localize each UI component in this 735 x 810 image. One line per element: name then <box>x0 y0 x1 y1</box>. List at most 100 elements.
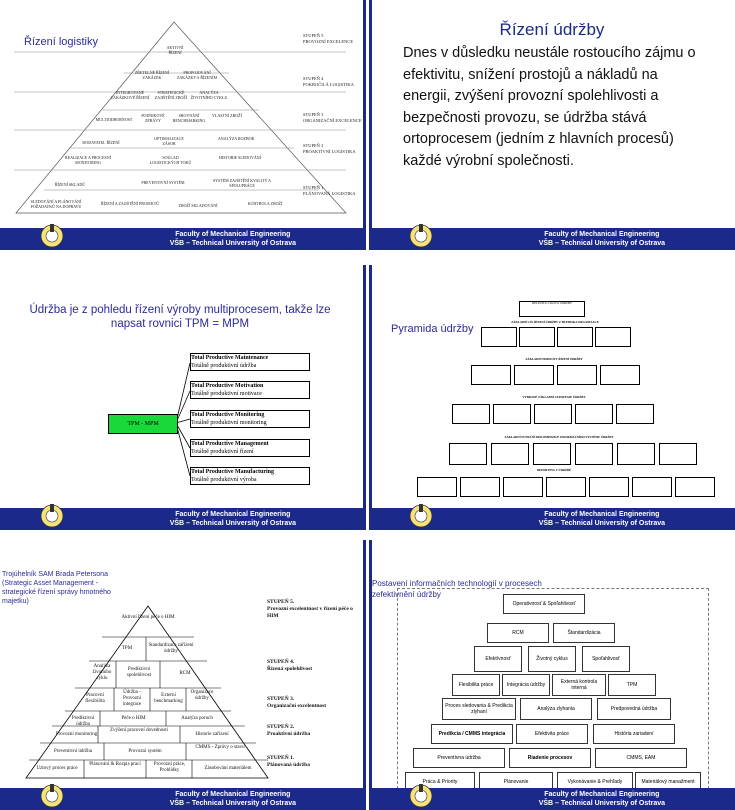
pyramid-box <box>491 443 529 465</box>
it-box: TPM <box>608 674 656 696</box>
sam-cell: Organizace údržby <box>190 690 214 701</box>
sam-cell: Provozní práce, Prohlídky <box>153 762 186 773</box>
pyramid-box <box>503 477 543 497</box>
it-box: Analýza zlyhania <box>520 698 592 720</box>
pyramid-box <box>557 365 597 385</box>
sam-cell: Péče o HIM <box>121 716 146 721</box>
section-label: VYBRANÉ ZÁKLADNÍ STRATEGIE ÚDRŽBY <box>474 395 634 400</box>
sam-cell: Zásobování materiálem <box>204 766 252 771</box>
slide-it-position: Postavení informačních technologií v pro… <box>369 540 735 810</box>
slide-logistics: Řízení logistiky AKTIVNÍ ŘÍZENÍ ZŘETELNÉ… <box>0 0 366 250</box>
sam-triangle <box>25 605 269 779</box>
university-logo-icon <box>40 784 64 808</box>
it-box: Štandardizácia <box>553 623 615 643</box>
sam-cell: Údržba - Provozní integrace <box>122 690 142 707</box>
pyramid-box <box>589 477 629 497</box>
slide-title: Údržba je z pohledu řízení výroby multip… <box>29 304 331 330</box>
it-box: RCM <box>487 623 549 643</box>
sam-cell: TPM <box>121 646 133 651</box>
pyramid-cell: REALIZACE A PROCESNÍ MONITORING <box>64 155 111 165</box>
sam-cell: RCM <box>179 671 191 676</box>
it-box: Operativnosť & Spoľahlivosť <box>503 594 585 614</box>
pyramid-box <box>616 404 654 424</box>
pyramid-cell: PROPOJOVÁNÍ ZAKÁZKY S ŘÍZENÍM <box>176 70 218 80</box>
sam-cell: Aktivní řízení péče o HIM <box>121 615 175 620</box>
sam-cell: Preventivní údržba <box>54 749 92 754</box>
slide-sam-triangle: Trojúhelník SAM Brada Petersona (Strateg… <box>0 540 366 810</box>
sam-cell: Provozní monitoring <box>55 732 98 737</box>
section-label: REPORTING V ÚDRŽBĚ <box>509 468 599 473</box>
pyramid-cell: VLASTNÍ ZBOŽÍ <box>212 113 242 118</box>
sam-cell: Historie zařízení <box>195 732 229 737</box>
pyramid-cell: STRATEGICKÉ ZAJIŠTĚNÍ ZBOŽÍ <box>154 90 188 100</box>
pyramid-cell: ANALÝZA ROZBOR <box>217 136 255 141</box>
it-box: Proces sledovania & Predikcia zlyhaní <box>442 698 516 720</box>
sam-stage-3: STUPEŇ 3.Organizační excelentnost <box>267 696 327 709</box>
university-logo-icon <box>40 504 64 528</box>
it-box: Spoľahlivosť <box>582 646 630 672</box>
pyramid-box <box>519 327 555 347</box>
it-box: Efektívnosť <box>474 646 522 672</box>
pyramid-cell: INTEGROVANÉ ZAKÁZKOVÉ ŘÍZENÍ <box>110 90 150 100</box>
it-box: Externá kontrola interná <box>552 674 606 696</box>
pyramid-cell: SROVNÁNÍ BENCHMARKING <box>172 113 206 123</box>
it-box: Predikcia / CMMS integrácia <box>431 724 513 744</box>
university-logo-icon <box>409 224 433 248</box>
it-box: Predpovedná údržba <box>597 698 671 720</box>
university-logo-icon <box>40 224 64 248</box>
sam-cell: Analýza poruch <box>181 716 213 721</box>
slide-border <box>363 265 366 530</box>
pyramid-box <box>575 443 613 465</box>
sam-cell: Plánování & Rozpis prací <box>89 762 141 767</box>
section-label: ZÁKLADNÍ FUNKČNÍ DEKOMPOZICE INFORMAČNÍH… <box>459 435 659 440</box>
logistics-pyramid <box>14 21 347 214</box>
slide-title: Trojúhelník SAM Brada Petersona (Strateg… <box>2 571 111 605</box>
slide-title: Pyramida údržby <box>391 323 474 335</box>
pyramid-cell: MULTIODBORNOST <box>95 117 133 122</box>
pyramid-cell: SOULAD LOGISTICKÝCH TOKŮ <box>149 155 192 165</box>
pyramid-box <box>471 365 511 385</box>
pyramid-box <box>449 443 487 465</box>
pyramid-box <box>493 404 531 424</box>
pyramid-box <box>675 477 715 497</box>
slide-body: Dnes v důsledku neustále rostoucího zájm… <box>403 45 696 169</box>
sam-cell: Prediktivní spolehlivost <box>126 667 152 678</box>
tpm-mpm-box: TPM - MPM <box>108 414 178 434</box>
sam-cell: Uzlový proces práce <box>36 766 78 771</box>
sam-cell: Standardizace zařízení údržby <box>148 643 194 654</box>
pyramid-box <box>617 443 655 465</box>
pyramid-cell: DODAVATEL ŘÍZENÍ <box>82 140 120 145</box>
pyramid-cell: OPTIMALIZACE ZÁSOB <box>154 136 184 146</box>
pyramid-cell: ZŘETELNÉ ŘÍZENÍ ZAKÁZEK <box>134 70 170 80</box>
pyramid-box <box>452 404 490 424</box>
pyramid-box <box>534 404 572 424</box>
sam-stage-1: STUPEŇ 1.Plánovaná údržba <box>267 755 310 768</box>
it-box: Efektivita práce <box>516 724 588 744</box>
sam-cell: Pracovní flexibilita <box>85 693 105 704</box>
it-box: Flexibilita práce <box>452 674 500 696</box>
it-box: Integrácia údržby <box>502 674 550 696</box>
pyramid-box <box>557 327 593 347</box>
sam-cell: CMMS - Zprávy o stavu <box>195 745 245 750</box>
sam-cell: Analýza životního cyklu <box>92 664 112 681</box>
section-label: ZÁKLADNÍ CÍL ŘÍZENÍ ÚDRŽBY Z HLEDISKA OR… <box>496 320 614 325</box>
pyramid-box <box>659 443 697 465</box>
